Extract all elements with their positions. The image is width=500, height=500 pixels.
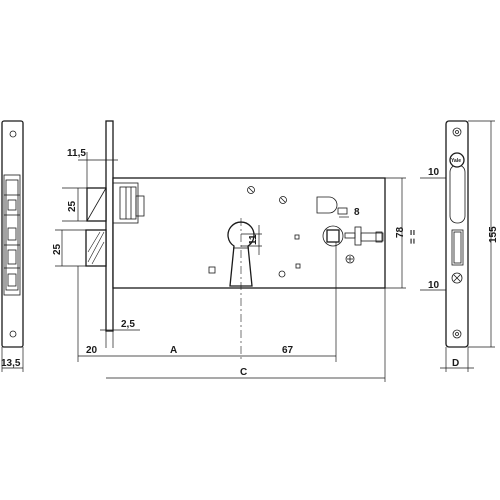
faceplate xyxy=(105,120,114,332)
yale-logo xyxy=(449,152,465,168)
dim-strike-depth: D xyxy=(452,358,459,369)
dim-case-height: 78 xyxy=(395,226,406,238)
dim-overall-length: C xyxy=(240,367,247,378)
latch-bolt xyxy=(86,182,145,224)
dim-follower-square: 8 xyxy=(354,207,360,218)
dim-faceplate-thickness: 2,5 xyxy=(121,319,135,330)
strike-logo-text: Yale xyxy=(451,158,461,164)
dim-deadbolt-height: 25 xyxy=(52,243,63,255)
dim-strike-height: 155 xyxy=(488,226,499,243)
lock-case-front-view xyxy=(85,120,386,360)
dim-front-offset: 20 xyxy=(86,345,98,356)
side-view-strike xyxy=(1,120,24,372)
follower-hub xyxy=(322,225,384,247)
case-dimension-lines xyxy=(55,121,406,382)
dim-backset: A xyxy=(170,345,177,356)
dim-cylinder-offset: 11 xyxy=(248,234,259,245)
dim-center-distance: 67 xyxy=(282,345,294,356)
dim-strike-upper: 10 xyxy=(428,167,440,178)
dead-bolt xyxy=(85,229,107,267)
dim-strike-thickness: 13,5 xyxy=(1,358,21,369)
dim-equal-mark: = = xyxy=(408,229,419,244)
dim-latch-height: 25 xyxy=(67,200,78,212)
dim-strike-lower: 10 xyxy=(428,280,440,291)
dim-backset-pitch: 11,5 xyxy=(67,148,86,159)
strike-plate-view xyxy=(420,120,495,372)
